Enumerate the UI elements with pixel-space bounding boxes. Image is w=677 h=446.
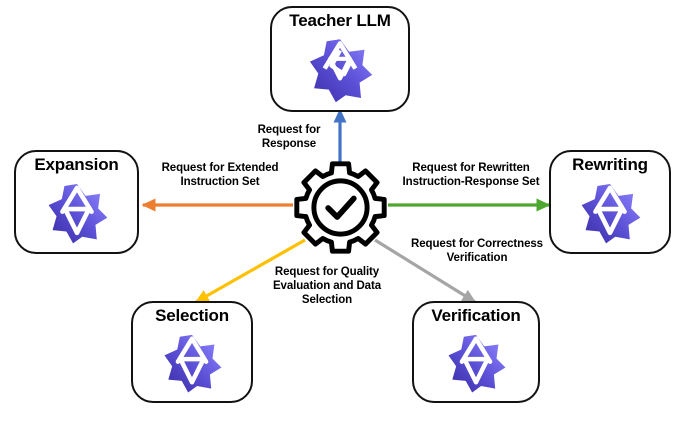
node-label-teacher-llm: Teacher LLM <box>289 11 391 30</box>
node-logo-selection <box>133 325 251 401</box>
node-label-rewriting: Rewriting <box>572 155 648 174</box>
llm-star-logo-icon <box>309 39 373 103</box>
node-logo-expansion <box>16 174 137 252</box>
node-logo-verification <box>414 325 538 401</box>
node-rewriting[interactable]: Rewriting <box>549 150 671 254</box>
node-label-selection: Selection <box>155 306 229 325</box>
gear-check-icon <box>294 161 387 254</box>
llm-star-logo-icon <box>444 331 508 395</box>
node-label-expansion: Expansion <box>34 155 119 174</box>
edge-label-rewriting: Request for Rewritten Instruction-Respon… <box>402 162 540 189</box>
llm-star-logo-icon <box>577 180 643 246</box>
edge-label-teacher: Request for Response <box>257 124 321 151</box>
llm-star-logo-icon <box>160 331 224 395</box>
node-verification[interactable]: Verification <box>412 301 540 403</box>
central-controller[interactable] <box>293 160 388 255</box>
edge-label-expansion: Request for Extended Instruction Set <box>161 162 279 189</box>
node-label-verification: Verification <box>431 306 521 325</box>
node-logo-teacher-llm <box>272 30 408 110</box>
node-teacher-llm[interactable]: Teacher LLM <box>270 6 410 112</box>
node-expansion[interactable]: Expansion <box>14 150 139 254</box>
node-logo-rewriting <box>551 174 669 252</box>
node-selection[interactable]: Selection <box>131 301 253 403</box>
edge-label-verification: Request for Correctness Verification <box>411 238 543 265</box>
edge-label-selection: Request for Quality Evaluation and Data … <box>272 266 381 307</box>
llm-star-logo-icon <box>44 180 110 246</box>
